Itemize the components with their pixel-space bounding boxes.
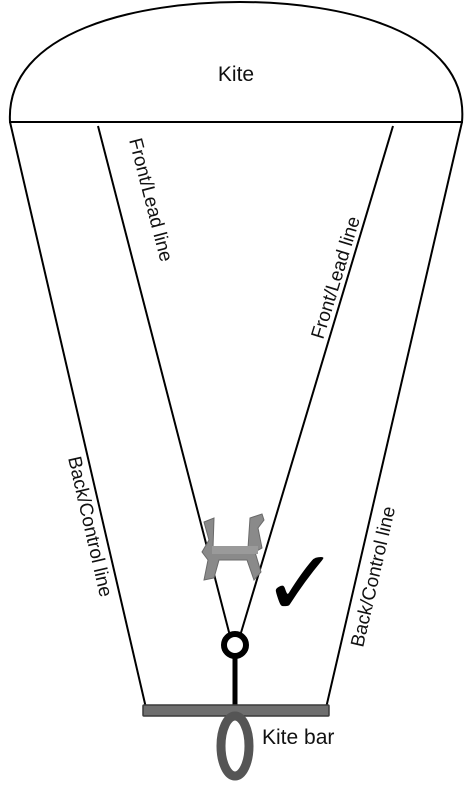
chicken-loop-icon xyxy=(221,716,249,776)
check-mark-icon: ✓ xyxy=(262,530,339,637)
back-control-line-right xyxy=(326,122,462,708)
safety-clip-icon xyxy=(202,514,264,580)
front-lead-line-left-label: Front/Lead line xyxy=(124,136,176,264)
kite-canopy xyxy=(10,2,462,122)
kite-label: Kite xyxy=(218,63,254,86)
back-control-line-left-label: Back/Control line xyxy=(63,454,116,599)
back-control-line-left xyxy=(10,122,146,708)
kite-bar-label: Kite bar xyxy=(262,726,334,749)
back-control-line-right-label: Back/Control line xyxy=(347,504,400,649)
swivel-ring xyxy=(224,634,246,656)
front-lead-line-right-label: Front/Lead line xyxy=(308,214,365,341)
